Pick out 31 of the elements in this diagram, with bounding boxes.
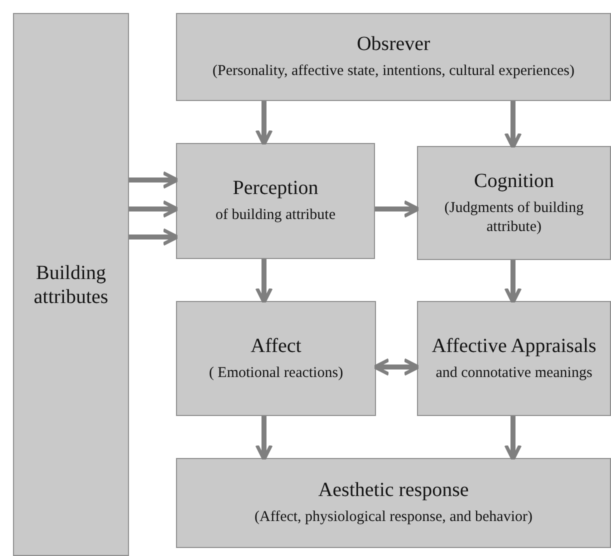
- arrow: [129, 171, 180, 189]
- box-subtitle: of building attribute: [216, 206, 336, 226]
- arrow: [255, 259, 273, 304]
- process-box: [176, 458, 611, 548]
- arrow: [372, 358, 420, 376]
- box-subtitle: (Judgments of building attribute): [443, 198, 585, 237]
- box-title: Obsrever: [356, 32, 430, 56]
- process-box: [13, 13, 129, 556]
- process-box: [176, 301, 376, 416]
- arrow: [504, 260, 522, 304]
- arrow: [255, 101, 273, 146]
- box-title: Affective Appraisals: [432, 334, 596, 358]
- box-title: Perception: [232, 176, 318, 200]
- arrow: [504, 101, 522, 150]
- box-subtitle: ( Emotional reactions): [208, 364, 344, 383]
- box-title: Building attributes: [32, 260, 110, 308]
- box-subtitle: and connotative meanings: [436, 364, 592, 383]
- arrow: [129, 200, 180, 218]
- process-box: [417, 146, 611, 260]
- arrow: [504, 416, 522, 462]
- box-title: Cognition: [474, 168, 554, 192]
- box-subtitle: (Personality, affective state, intentions, cultural experiences): [212, 62, 574, 82]
- process-box: [176, 13, 611, 101]
- box-title: Aesthetic response: [318, 478, 469, 502]
- box-subtitle: (Affect, physiological response, and behavior): [254, 508, 532, 528]
- box-title: Affect: [250, 334, 302, 358]
- arrow: [375, 200, 420, 218]
- arrow: [255, 416, 273, 462]
- process-box: [176, 143, 375, 259]
- process-box: [417, 301, 611, 416]
- arrow: [129, 228, 180, 246]
